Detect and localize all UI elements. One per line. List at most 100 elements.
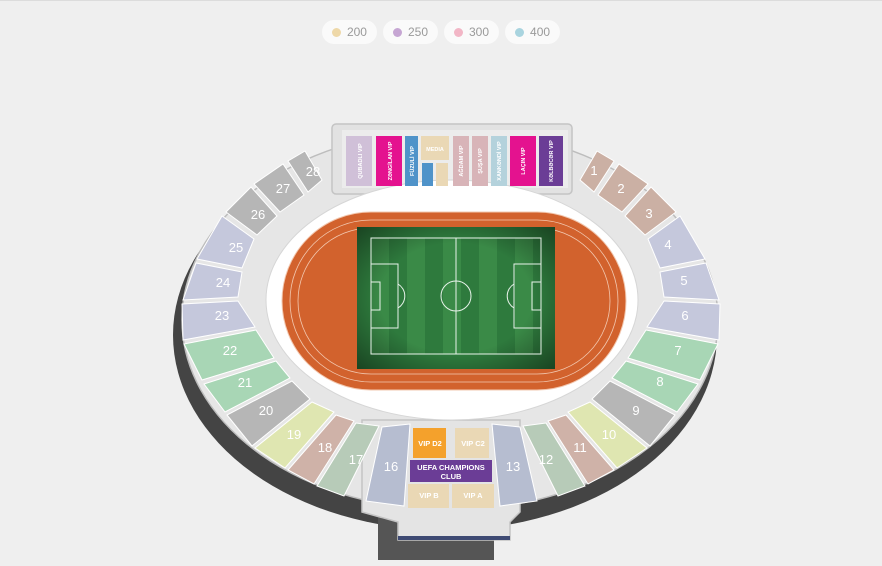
- sector-23[interactable]: 23: [181, 300, 256, 341]
- sector-label: 3: [645, 206, 652, 221]
- box-susa-vip[interactable]: ŞUŞA VIP: [472, 136, 488, 186]
- sector-label: 20: [259, 403, 273, 418]
- sector-25[interactable]: 25: [196, 215, 255, 269]
- price-color-dot: [392, 27, 402, 37]
- sector-label: 18: [318, 440, 332, 455]
- sector-label: 11: [573, 440, 587, 455]
- field-area: [265, 179, 639, 421]
- vip-stand-west: QUBADLI VIP ZƏNGİLAN VIP FÜZULİ VIP MEDI…: [346, 136, 563, 186]
- sector-16[interactable]: 16: [365, 423, 411, 507]
- sector-1[interactable]: 1: [579, 150, 615, 193]
- sector-label: 5: [680, 273, 687, 288]
- box-xankendi-vip[interactable]: XANKƏNDİ VIP: [491, 136, 507, 186]
- sector-7[interactable]: 7: [627, 329, 719, 381]
- price-filter-400[interactable]: 400: [505, 20, 561, 44]
- sector-label: 2: [617, 181, 624, 196]
- media-sub-box[interactable]: [436, 163, 448, 186]
- sector-label: 1: [590, 163, 597, 178]
- sector-9[interactable]: 9: [591, 380, 676, 447]
- sector-26[interactable]: 26: [225, 186, 278, 236]
- box-lacin-vip[interactable]: LAÇIN VIP: [510, 136, 536, 186]
- price-filter-250[interactable]: 250: [382, 20, 438, 44]
- sector-label: 12: [539, 452, 553, 467]
- sector-13[interactable]: 13: [491, 423, 538, 507]
- seating-sectors: 1 2 3 4 5 6 7 8 9 10 11 12 13 16 17 18 1…: [181, 150, 721, 507]
- sector-20[interactable]: 20: [226, 380, 311, 447]
- box-zengilan-vip[interactable]: ZƏNGİLAN VIP: [376, 136, 402, 186]
- box-qubadli-vip[interactable]: QUBADLI VIP: [346, 136, 372, 186]
- price-label: 300: [469, 25, 490, 39]
- sector-label: 27: [276, 181, 290, 196]
- sector-21[interactable]: 21: [203, 360, 291, 413]
- box-label: QUBADLI VIP: [358, 143, 364, 179]
- sector-24[interactable]: 24: [182, 262, 243, 301]
- sector-label: 9: [632, 403, 639, 418]
- sector-12[interactable]: 12: [522, 422, 586, 497]
- box-label: VIP A: [463, 491, 483, 500]
- sector-17[interactable]: 17: [316, 422, 380, 497]
- sector-label: 13: [506, 459, 520, 474]
- box-label: VIP C2: [461, 439, 485, 448]
- box-fuzuli-vip[interactable]: FÜZULİ VIP: [405, 136, 418, 186]
- sector-label: 28: [306, 164, 320, 179]
- sector-label: 23: [215, 308, 229, 323]
- box-label: LAÇIN VIP: [521, 147, 527, 175]
- price-filter-200[interactable]: 200: [321, 20, 377, 44]
- sector-18[interactable]: 18: [287, 414, 355, 485]
- box-label: MEDIA: [426, 147, 444, 153]
- sector-label: 24: [216, 275, 230, 290]
- sector-label: 4: [664, 237, 671, 252]
- vip-stand-east: VIP D2 VIP C2 UEFA CHAMPIONS CLUB VIP B …: [408, 428, 494, 508]
- sector-8[interactable]: 8: [611, 360, 699, 413]
- box-uefa-champions-club[interactable]: UEFA CHAMPIONS CLUB: [410, 460, 492, 482]
- box-label-line2: CLUB: [441, 472, 462, 481]
- box-label: KƏLBƏCƏR VIP: [549, 140, 555, 182]
- sector-6[interactable]: 6: [646, 300, 721, 341]
- sector-label: 19: [287, 427, 301, 442]
- sector-label: 22: [223, 343, 237, 358]
- box-label: VIP B: [419, 491, 439, 500]
- sector-5[interactable]: 5: [659, 262, 720, 301]
- price-color-dot: [331, 27, 341, 37]
- box-label: UEFA CHAMPIONS: [417, 463, 485, 472]
- box-vip-c2[interactable]: VIP C2: [455, 428, 489, 458]
- sector-4[interactable]: 4: [647, 215, 706, 269]
- sector-19[interactable]: 19: [254, 401, 335, 469]
- sector-label: 6: [681, 308, 688, 323]
- price-color-dot: [515, 27, 525, 37]
- media-sub-box[interactable]: [422, 163, 433, 186]
- sector-label: 21: [238, 375, 252, 390]
- sector-label: 7: [674, 343, 681, 358]
- sector-11[interactable]: 11: [547, 414, 615, 485]
- box-kelbecer-vip[interactable]: KƏLBƏCƏR VIP: [539, 136, 563, 186]
- sector-label: 17: [349, 452, 363, 467]
- box-label: AĞDAM VIP: [457, 145, 465, 177]
- box-vip-a[interactable]: VIP A: [452, 484, 494, 508]
- box-label: FÜZULİ VIP: [409, 146, 416, 176]
- sector-label: 8: [656, 374, 663, 389]
- box-label: VIP D2: [418, 439, 442, 448]
- sector-label: 10: [602, 427, 616, 442]
- pitch-lines: [370, 237, 542, 355]
- box-vip-d2[interactable]: VIP D2: [413, 428, 446, 458]
- sector-28[interactable]: 28: [287, 150, 323, 193]
- box-media[interactable]: MEDIA: [421, 136, 449, 160]
- price-color-dot: [454, 27, 463, 37]
- price-filter-300[interactable]: 300: [444, 20, 500, 44]
- box-label: ZƏNGİLAN VIP: [387, 141, 394, 180]
- price-legend: 200 250 300 400: [0, 20, 882, 44]
- sector-2[interactable]: 2: [597, 163, 649, 213]
- sector-22[interactable]: 22: [183, 329, 275, 381]
- sector-3[interactable]: 3: [624, 186, 677, 236]
- box-vip-b[interactable]: VIP B: [408, 484, 449, 508]
- price-label: 400: [530, 25, 551, 39]
- sector-10[interactable]: 10: [567, 401, 648, 469]
- price-label: 250: [407, 25, 428, 39]
- box-label: ŞUŞA VIP: [478, 148, 484, 174]
- box-label: XANKƏNDİ VIP: [496, 141, 503, 181]
- sector-label: 25: [229, 240, 243, 255]
- sector-label: 26: [251, 207, 265, 222]
- sector-27[interactable]: 27: [253, 163, 305, 213]
- box-agdam-vip[interactable]: AĞDAM VIP: [453, 136, 469, 186]
